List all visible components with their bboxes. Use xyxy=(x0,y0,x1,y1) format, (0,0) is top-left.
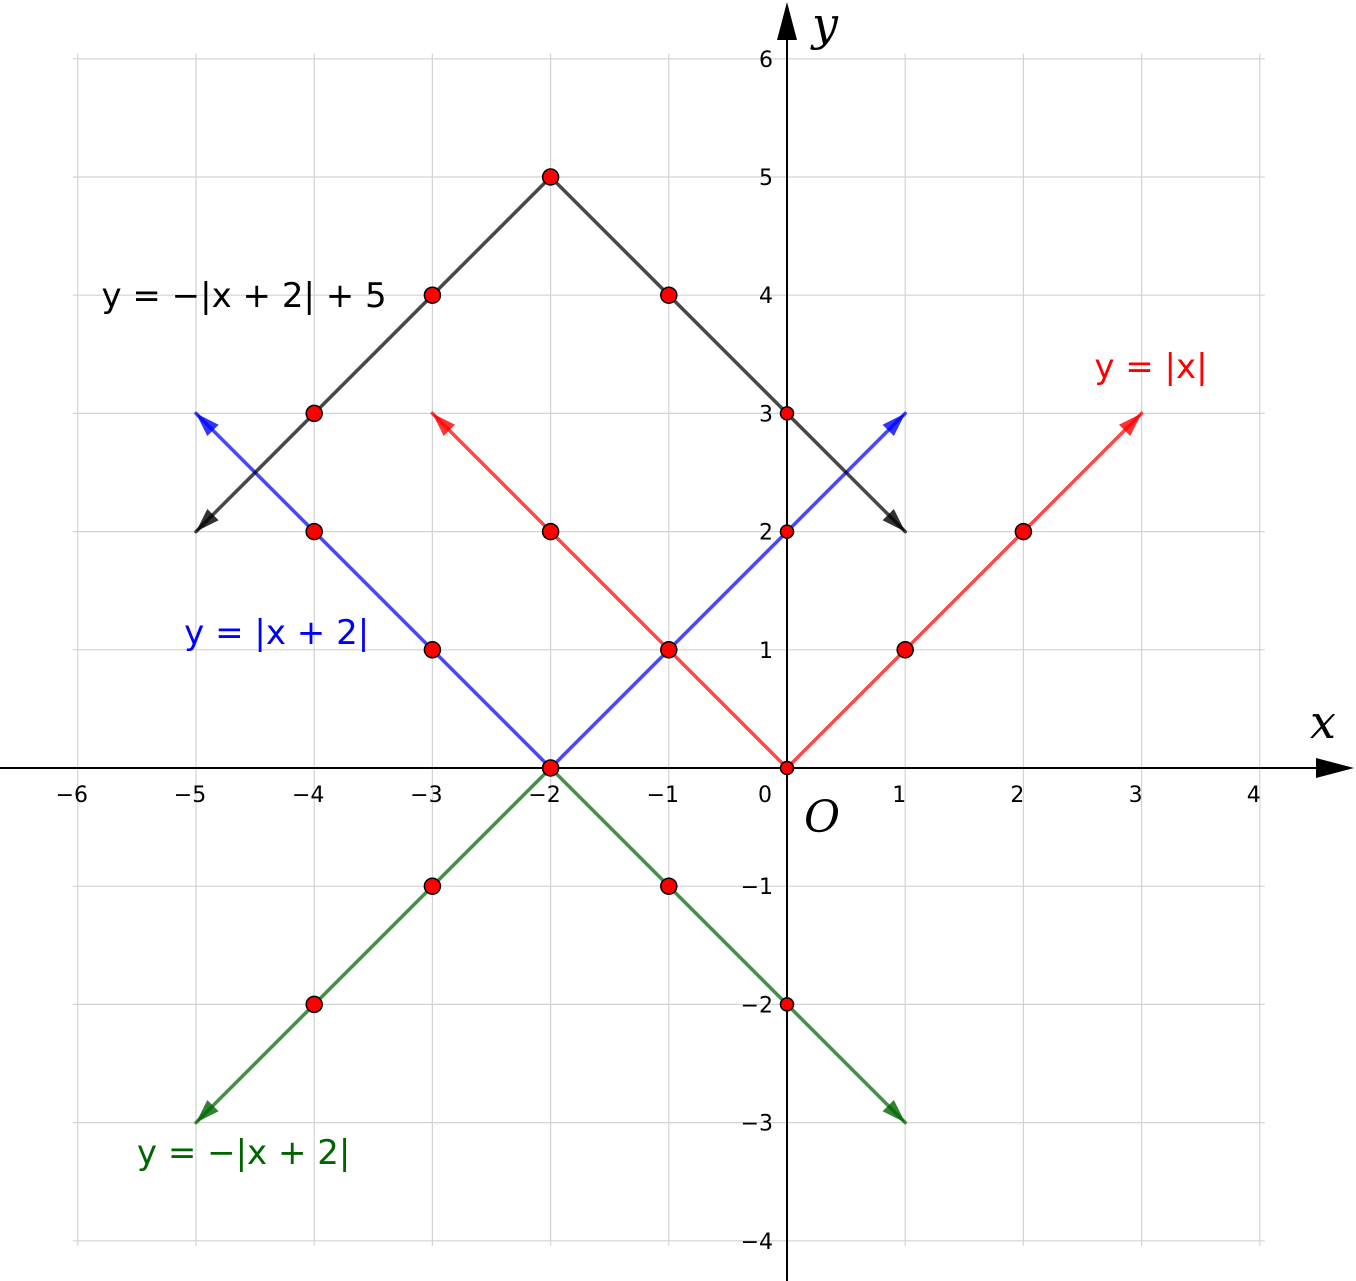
series-3-arrowhead-icon xyxy=(882,508,906,532)
series-1-arrowhead-icon xyxy=(882,413,906,437)
y-tick-label: −3 xyxy=(741,1112,773,1137)
y-tick-label: −1 xyxy=(741,875,773,900)
data-point xyxy=(423,641,442,659)
y-tick-label: −4 xyxy=(741,1230,773,1255)
x-tick-label: 1 xyxy=(892,783,906,808)
y-tick-label: 6 xyxy=(759,48,773,73)
data-points xyxy=(305,168,1033,1014)
series-2-arrowhead-icon xyxy=(196,1099,219,1123)
series-0-label: y = |x| xyxy=(1094,347,1207,387)
x-axis-label: x xyxy=(1310,695,1336,749)
series-3-arm-0 xyxy=(548,175,907,534)
data-point xyxy=(541,168,560,186)
data-point xyxy=(896,641,914,659)
series-0-arm-0 xyxy=(785,411,1144,770)
data-point xyxy=(779,760,795,776)
series-0-arrowhead-icon xyxy=(1118,413,1142,437)
y-tick-label: 1 xyxy=(759,639,773,664)
data-point xyxy=(779,997,795,1012)
x-tick-label: −5 xyxy=(174,783,206,808)
series-2-arrowhead-icon xyxy=(882,1099,906,1123)
series-3-label: y = −|x + 2| + 5 xyxy=(101,276,386,316)
data-point xyxy=(541,759,560,777)
data-point xyxy=(423,286,442,304)
y-tick-label: 2 xyxy=(759,521,773,546)
data-point xyxy=(779,524,795,539)
data-point xyxy=(305,522,323,541)
x-tick-label: 3 xyxy=(1129,783,1143,808)
series-2-arm-1 xyxy=(194,766,553,1125)
data-point xyxy=(541,522,560,541)
x-tick-label: 0 xyxy=(758,783,772,808)
y-axis-arrow-icon xyxy=(777,2,797,40)
x-axis-arrow-icon xyxy=(1316,758,1354,778)
series-0-arm-1 xyxy=(430,411,789,770)
series-1-label: y = |x + 2| xyxy=(184,613,369,653)
x-tick-label: 4 xyxy=(1247,783,1261,808)
series-2-arm-0 xyxy=(548,766,907,1125)
data-point xyxy=(305,404,323,423)
data-point xyxy=(423,877,442,895)
data-point xyxy=(779,406,795,421)
y-tick-label: 3 xyxy=(759,402,773,427)
data-point xyxy=(1014,522,1033,541)
series-3-arm-1 xyxy=(194,175,553,534)
y-tick-label: 4 xyxy=(759,284,773,309)
data-point xyxy=(305,995,323,1014)
y-tick-label: −2 xyxy=(741,993,773,1018)
x-tick-label: 2 xyxy=(1010,783,1024,808)
x-tick-label: −6 xyxy=(56,783,88,808)
series-0-arrowhead-icon xyxy=(432,413,456,437)
data-point xyxy=(660,877,678,895)
series-labels: y = |x| y = |x + 2| y = −|x + 2| y = −|x + … xyxy=(101,276,1207,1173)
grid xyxy=(72,53,1265,1246)
data-point xyxy=(660,641,678,659)
x-tick-label: −3 xyxy=(410,783,442,808)
series-3-arrowhead-icon xyxy=(196,508,219,532)
x-tick-label: −1 xyxy=(647,783,679,808)
y-tick-label: 5 xyxy=(759,166,773,191)
origin-label: O xyxy=(804,792,840,843)
y-axis-label: y xyxy=(810,0,839,51)
series-1-arm-1 xyxy=(194,411,553,770)
data-point xyxy=(660,286,678,304)
series-1-arm-0 xyxy=(548,411,907,770)
series-2-label: y = −|x + 2| xyxy=(137,1133,350,1173)
series-1-arrowhead-icon xyxy=(196,413,219,437)
x-tick-label: −4 xyxy=(292,783,324,808)
series-lines xyxy=(194,175,1144,1125)
